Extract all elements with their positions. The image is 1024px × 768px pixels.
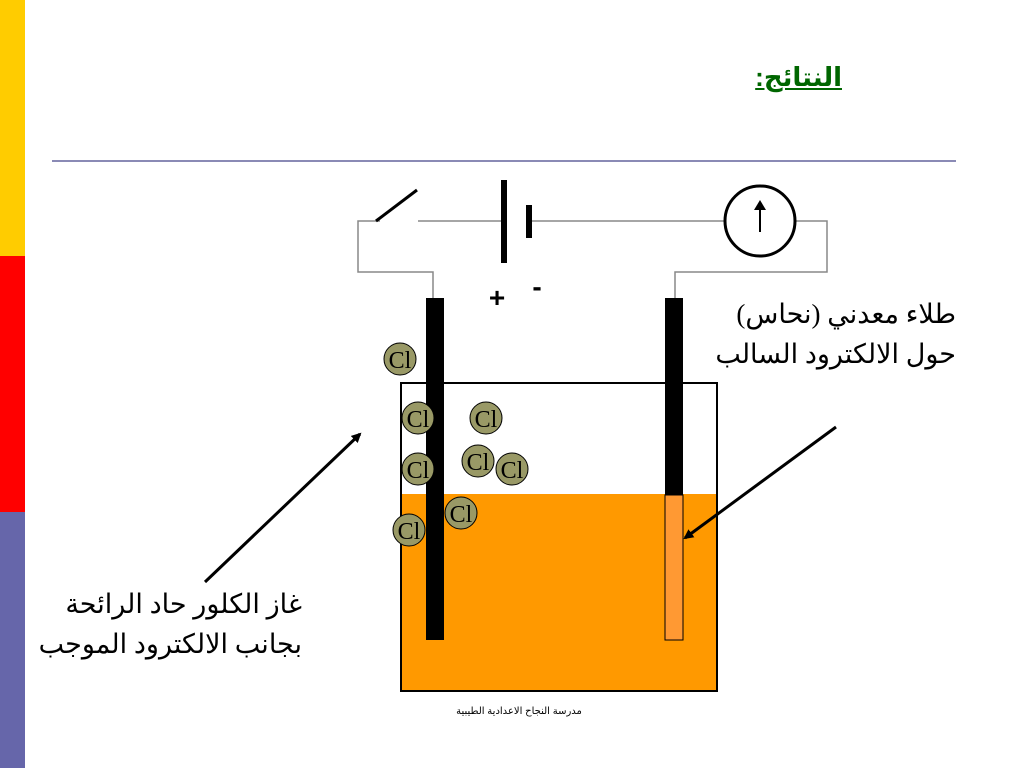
negative-electrode — [665, 298, 683, 495]
chlorine-ions: Cl Cl Cl Cl Cl Cl Cl Cl — [383, 342, 529, 547]
chlorine-gas-caption: غاز الكلور حاد الرائحة بجانب الالكترود ا… — [39, 584, 302, 664]
copper-coating — [664, 494, 684, 641]
cl-ion-label: Cl — [398, 519, 421, 545]
slide-title: النتائج: — [755, 62, 842, 92]
cl-ion-label: Cl — [407, 458, 430, 484]
caption-left-line1: غاز الكلور حاد الرائحة — [65, 589, 302, 619]
caption-left-line2: بجانب الالكترود الموجب — [38, 629, 302, 659]
cl-ion-label: Cl — [501, 458, 524, 484]
copper-coating-caption: طلاء معدني (نحاس) حول الالكترود السالب — [715, 294, 956, 374]
positive-electrode — [426, 298, 444, 640]
side-bar-yellow — [0, 0, 25, 256]
cl-ion-label: Cl — [450, 502, 473, 528]
battery-icon — [501, 180, 532, 263]
plus-label: + — [489, 282, 505, 313]
arrow-to-chlorine — [203, 432, 362, 584]
title-divider — [52, 160, 956, 162]
cl-ion-label: Cl — [467, 450, 490, 476]
minus-label: - — [532, 271, 541, 302]
cl-ion-label: Cl — [389, 348, 412, 374]
circuit-wires — [357, 220, 828, 300]
footer-school-name: مدرسة النجاح الاعدادية الطيبية — [456, 706, 582, 717]
caption-right-line2: حول الالكترود السالب — [715, 339, 956, 369]
caption-right-line1: طلاء معدني (نحاس) — [736, 299, 956, 329]
cl-ion-label: Cl — [407, 407, 430, 433]
open-switch — [375, 188, 418, 223]
side-bar-red — [0, 256, 25, 512]
arrow-to-copper — [683, 425, 837, 540]
cl-ion-label: Cl — [475, 407, 498, 433]
ammeter-icon — [723, 184, 797, 258]
side-bar-blue — [0, 512, 25, 768]
